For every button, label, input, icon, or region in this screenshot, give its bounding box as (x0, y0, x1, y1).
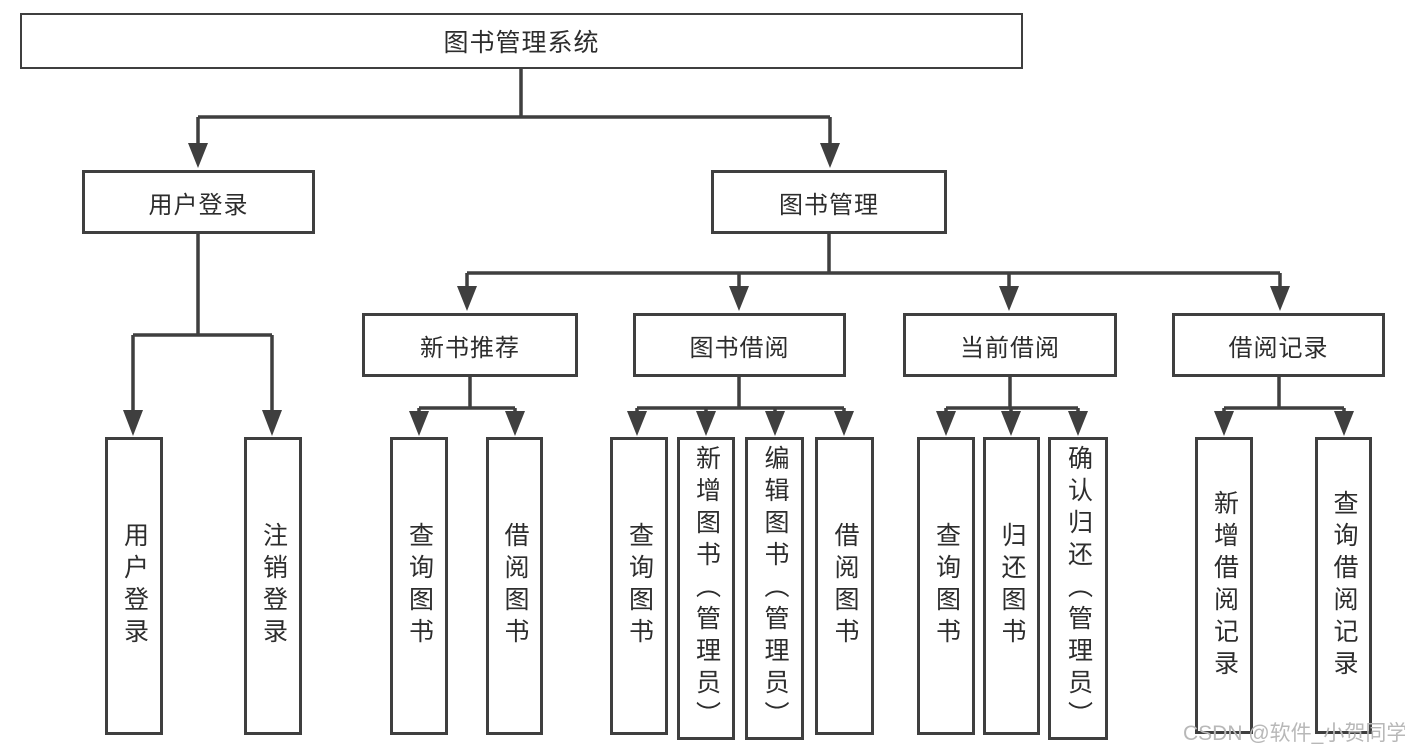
node-book-borrow: 图书借阅 (633, 313, 846, 377)
leaf-label: 新增图书（管理员） (692, 444, 721, 733)
csdn-watermark: CSDN @软件_小贺同学 (1183, 722, 1405, 745)
leaf-user-login: 用户登录 (105, 437, 163, 735)
leaf-label: 查询图书 (405, 522, 434, 650)
leaf-query-books-current: 查询图书 (917, 437, 975, 735)
leaf-label: 注销登录 (259, 522, 288, 650)
leaf-return-book: 归还图书 (983, 437, 1040, 735)
leaf-label: 归还图书 (998, 522, 1026, 650)
node-user-login: 用户登录 (82, 170, 315, 234)
leaf-label: 新增借阅记录 (1210, 489, 1239, 682)
leaf-label: 用户登录 (120, 522, 149, 650)
leaf-label: 借阅图书 (831, 522, 859, 650)
node-current-borrow: 当前借阅 (903, 313, 1117, 377)
leaf-logout: 注销登录 (244, 437, 302, 735)
leaf-confirm-return-admin: 确认归还（管理员） (1048, 437, 1108, 740)
leaf-edit-book-admin: 编辑图书（管理员） (745, 437, 804, 740)
leaf-label: 查询图书 (932, 522, 961, 650)
leaf-query-books-borrow: 查询图书 (610, 437, 668, 735)
node-library-management-system: 图书管理系统 (20, 13, 1023, 69)
leaf-add-borrow-record: 新增借阅记录 (1195, 437, 1253, 734)
leaf-label: 确认归还（管理员） (1064, 444, 1093, 733)
leaf-label: 查询借阅记录 (1330, 489, 1358, 682)
node-book-management: 图书管理 (711, 170, 947, 234)
node-borrow-record: 借阅记录 (1172, 313, 1385, 377)
leaf-borrow-books-recommend: 借阅图书 (486, 437, 543, 735)
leaf-add-book-admin: 新增图书（管理员） (677, 437, 735, 740)
leaf-label: 编辑图书（管理员） (761, 444, 789, 733)
leaf-label: 查询图书 (625, 522, 654, 650)
leaf-borrow-books: 借阅图书 (815, 437, 874, 735)
leaf-query-books-recommend: 查询图书 (390, 437, 448, 735)
leaf-query-borrow-record: 查询借阅记录 (1315, 437, 1372, 734)
node-new-book-recommend: 新书推荐 (362, 313, 578, 377)
leaf-label: 借阅图书 (501, 522, 529, 650)
